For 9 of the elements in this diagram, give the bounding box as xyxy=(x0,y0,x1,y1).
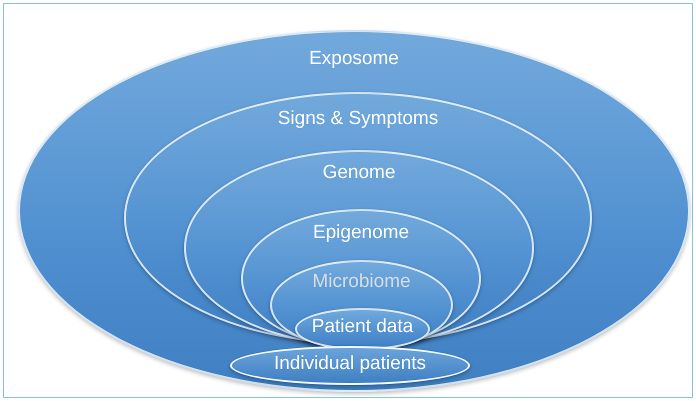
layer-label: Microbiome xyxy=(312,271,411,293)
layer-label: Signs & Symptoms xyxy=(278,108,438,130)
layer-label: Individual patients xyxy=(274,353,426,375)
layer-label: Genome xyxy=(322,162,396,184)
layer-label: Patient data xyxy=(312,316,414,338)
ellipse-layer xyxy=(295,308,430,350)
layer-label: Epigenome xyxy=(312,222,410,244)
layer-label: Exposome xyxy=(309,48,399,70)
ellipse-layer xyxy=(270,260,453,350)
